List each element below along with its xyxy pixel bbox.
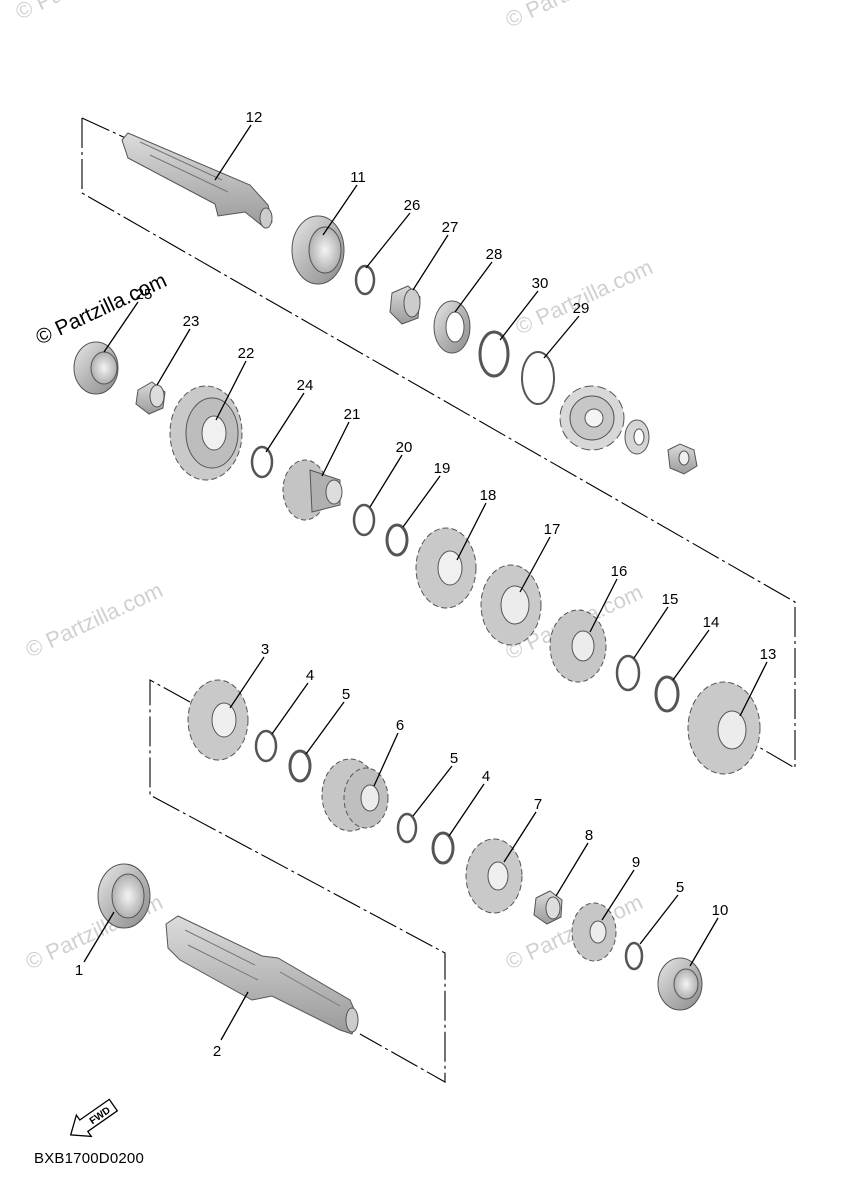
callout-1: 1 xyxy=(75,962,83,979)
callout-4: 4 xyxy=(482,768,490,785)
sprocket-nut xyxy=(667,443,698,475)
callout-6: 6 xyxy=(396,717,404,734)
callout-2: 2 xyxy=(213,1043,221,1060)
watermark-text: © Partzilla.com xyxy=(22,577,167,662)
circlip-29 xyxy=(521,351,555,405)
gear-3 xyxy=(187,679,249,761)
washer-15 xyxy=(615,654,641,692)
callout-9: 9 xyxy=(632,854,640,871)
diagram-code: BXB1700D0200 xyxy=(34,1150,144,1167)
callout-12: 12 xyxy=(246,109,263,126)
collar-27 xyxy=(389,285,421,325)
lock-washer xyxy=(624,419,650,455)
bearing-10 xyxy=(657,957,703,1011)
gear-17 xyxy=(480,564,542,646)
callout-4: 4 xyxy=(306,667,314,684)
callout-20: 20 xyxy=(396,439,413,456)
callout-11: 11 xyxy=(350,169,366,186)
washer-4 xyxy=(254,729,278,763)
drive-axle-shaft xyxy=(165,915,359,1035)
washer-4 xyxy=(431,831,455,865)
bearing-25 xyxy=(73,341,119,395)
bearing-11 xyxy=(291,215,345,285)
callout-27: 27 xyxy=(442,219,459,236)
circlip-5 xyxy=(288,749,312,783)
watermark-main: © Partzilla.com xyxy=(32,269,170,350)
upper-shaft-frame xyxy=(81,118,796,769)
callout-3: 3 xyxy=(261,641,269,658)
gear-21 xyxy=(282,459,343,521)
assembly-frames xyxy=(81,117,796,1083)
leader-lines xyxy=(83,124,768,1041)
callout-14: 14 xyxy=(703,614,720,631)
callout-5: 5 xyxy=(676,879,684,896)
callout-24: 24 xyxy=(297,377,314,394)
upper-shaft-frame-top xyxy=(81,117,131,141)
circlip-19 xyxy=(385,523,409,557)
fwd-arrow-icon xyxy=(69,1098,119,1138)
circlip-26 xyxy=(354,264,376,296)
callout-29: 29 xyxy=(573,300,590,317)
bearing-1 xyxy=(97,863,151,929)
gear-22 xyxy=(169,385,243,481)
watermark-text: © Partzilla.com xyxy=(502,0,647,33)
circlip-5 xyxy=(624,941,644,971)
fwd-arrow: FWD xyxy=(69,1098,119,1138)
callout-7: 7 xyxy=(534,796,542,813)
callout-15: 15 xyxy=(662,591,679,608)
collar-8 xyxy=(533,890,563,925)
drive-sprocket xyxy=(559,385,625,451)
callout-8: 8 xyxy=(585,827,593,844)
callout-13: 13 xyxy=(760,646,777,663)
gear-18 xyxy=(415,527,477,609)
gear-6 xyxy=(321,758,389,832)
oil-seal-28 xyxy=(433,300,471,354)
circlip-5 xyxy=(396,812,418,844)
watermark-text: © Partzilla.com xyxy=(12,0,157,25)
parts xyxy=(73,132,761,1035)
gear-13 xyxy=(687,681,761,775)
needle-bearing-23 xyxy=(135,381,166,415)
gear-16 xyxy=(549,609,607,683)
callout-19: 19 xyxy=(434,460,451,477)
callout-5: 5 xyxy=(342,686,350,703)
callout-labels: 12 11 26 27 28 30 29 25 23 22 24 21 20 1… xyxy=(75,109,777,1060)
callout-21: 21 xyxy=(344,406,361,423)
circlip-14 xyxy=(654,675,680,713)
circlip-24 xyxy=(250,445,274,479)
o-ring-30 xyxy=(478,330,510,378)
lower-shaft-frame xyxy=(149,679,446,1083)
callout-30: 30 xyxy=(532,275,549,292)
callout-22: 22 xyxy=(238,345,255,362)
gear-7 xyxy=(465,838,523,914)
callout-28: 28 xyxy=(486,246,503,263)
gear-9 xyxy=(571,902,617,962)
washer-20 xyxy=(352,503,376,537)
callout-16: 16 xyxy=(611,563,628,580)
callout-23: 23 xyxy=(183,313,200,330)
main-axle-shaft xyxy=(121,132,273,229)
callout-25: 25 xyxy=(136,286,153,303)
callout-5: 5 xyxy=(450,750,458,767)
callout-17: 17 xyxy=(544,521,561,538)
callout-26: 26 xyxy=(404,197,421,214)
callout-10: 10 xyxy=(712,902,729,919)
callout-18: 18 xyxy=(480,487,497,504)
